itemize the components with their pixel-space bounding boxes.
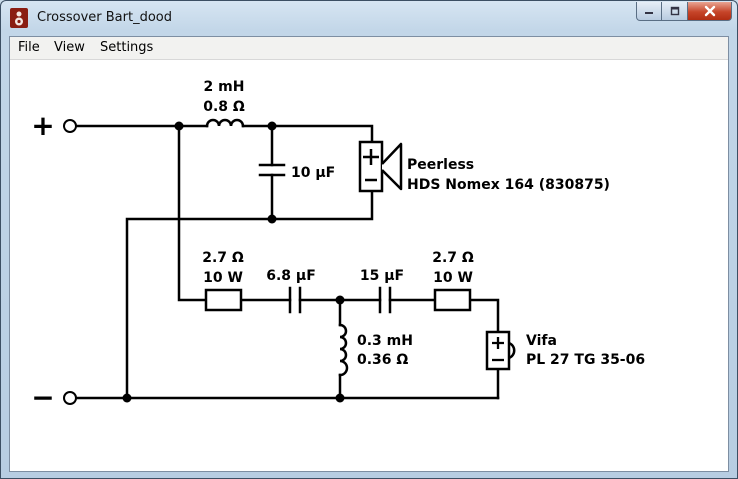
junctions xyxy=(122,121,345,403)
menu-view[interactable]: View xyxy=(54,40,85,55)
window-controls xyxy=(636,2,732,22)
close-icon xyxy=(704,5,715,17)
c1-value-label: 10 μF xyxy=(291,165,335,181)
l1-resistance-label: 0.8 Ω xyxy=(203,99,245,115)
resistor-r1[interactable] xyxy=(204,288,243,312)
schematic-canvas: + − xyxy=(31,79,645,414)
r2-value-label: 2.7 Ω xyxy=(432,250,474,266)
minus-terminal-label: − xyxy=(31,381,54,414)
plus-terminal-label: + xyxy=(31,109,54,142)
c2-value-label: 6.8 μF xyxy=(266,268,316,284)
l1-inductance-label: 2 mH xyxy=(204,79,245,95)
plus-terminal[interactable] xyxy=(63,119,77,133)
client-area: File View Settings xyxy=(9,36,729,472)
woofer-brand-label: Peerless xyxy=(407,157,474,173)
l2-resistance-label: 0.36 Ω xyxy=(357,352,408,368)
c3-value-label: 15 μF xyxy=(360,268,404,284)
maximize-button[interactable] xyxy=(662,2,688,21)
tweeter-brand-label: Vifa xyxy=(526,333,557,349)
close-button[interactable] xyxy=(688,2,732,21)
r1-value-label: 2.7 Ω xyxy=(202,250,244,266)
speaker-icon[interactable] xyxy=(10,8,28,28)
woofer-model-label: HDS Nomex 164 (830875) xyxy=(407,177,610,193)
r1-power-label: 10 W xyxy=(203,270,243,286)
woofer-speaker-icon[interactable] xyxy=(358,140,403,193)
menu-file[interactable]: File xyxy=(18,40,40,55)
title-bar[interactable]: Crossover Bart_dood xyxy=(1,1,737,35)
resistor-r2[interactable] xyxy=(433,288,472,312)
tweeter-speaker-icon[interactable] xyxy=(485,330,516,371)
minimize-icon xyxy=(645,12,653,14)
minus-terminal[interactable] xyxy=(63,391,77,405)
r2-power-label: 10 W xyxy=(433,270,473,286)
minimize-button[interactable] xyxy=(636,2,662,21)
menu-settings[interactable]: Settings xyxy=(100,40,154,55)
menu-bar: File View Settings xyxy=(10,37,728,60)
maximize-icon xyxy=(670,6,679,16)
tweeter-model-label: PL 27 TG 35-06 xyxy=(526,352,645,368)
l2-inductance-label: 0.3 mH xyxy=(357,333,413,349)
window-title: Crossover Bart_dood xyxy=(37,10,172,25)
